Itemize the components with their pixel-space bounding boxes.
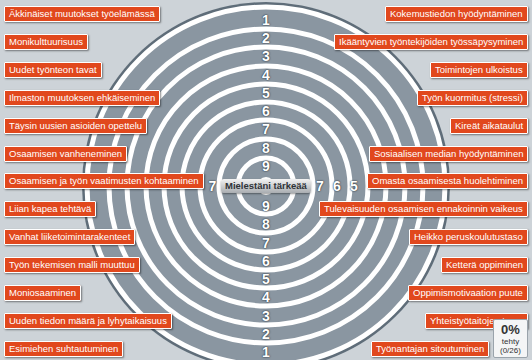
topic-tag: Ilmaston muutoksen ehkäiseminen	[4, 90, 160, 106]
topic-tag: Toimintojen ulkoistus	[430, 62, 528, 78]
topic-tag: Ikääntyvien työntekijöiden työssäpysymin…	[334, 34, 528, 50]
ring-number: 3	[262, 309, 270, 323]
center-label: Mielestäni tärkeää	[221, 179, 311, 193]
node-text: Kireät aikataulut	[455, 120, 523, 131]
topic-tag: Osaamisen ja työn vaatimusten kohtaamine…	[4, 173, 204, 189]
ring-number: 7	[209, 179, 217, 193]
node-text: Monikulttuurisuus	[9, 36, 83, 47]
topic-tag: Sosiaalisen median hyödyntäminen	[369, 146, 528, 162]
topic-tag: Heikko peruskoulutustaso	[409, 229, 528, 245]
node-text: Heikko peruskoulutustaso	[414, 231, 523, 242]
topic-tag: Työn tekemisen malli muuttuu	[4, 257, 140, 273]
ring-number: 7	[262, 122, 270, 136]
node-text: tehty	[500, 337, 521, 346]
node-text: Uuden tiedon määrä ja lyhytaikaisuus	[9, 315, 167, 326]
ring-number: 1	[262, 345, 270, 359]
node-text: Ketterä oppiminen	[446, 259, 523, 270]
node-text: Esimiehen suhtautuminen	[9, 343, 118, 354]
node-text: Osaamisen ja työn vaatimusten kohtaamine…	[9, 175, 199, 186]
topic-tag: Kokemustiedon hyödyntäminen	[385, 6, 528, 22]
node-text: Työn kuormitus (stressi)	[422, 92, 523, 103]
ring-number: 2	[262, 327, 270, 341]
topic-tag: Oppimismotivaation puute	[408, 285, 528, 301]
node-text: Liian kapea tehtävä	[9, 203, 91, 214]
node-text: Osaamisen vanheneminen	[9, 148, 122, 159]
topic-tag: Uudet työnteon tavat	[4, 62, 102, 78]
node-text: Työnantajan sitoutuminen	[376, 343, 484, 354]
node-text: Omasta osaamisesta huolehtiminen	[372, 175, 523, 186]
ring-number: 7	[262, 236, 270, 250]
node-text: 0%	[500, 322, 521, 337]
node-text: Työn tekemisen malli muuttuu	[9, 259, 135, 270]
ring-number: 3	[262, 49, 270, 63]
node-text: Ilmaston muutoksen ehkäiseminen	[9, 92, 155, 103]
node-text: Ikääntyvien työntekijöiden työssäpysymin…	[339, 36, 523, 47]
node-text: Mielestäni tärkeää	[225, 180, 307, 191]
topic-tag: Omasta osaamisesta huolehtiminen	[367, 173, 528, 189]
ring-number: 9	[262, 159, 270, 173]
topic-tag: Ketterä oppiminen	[441, 257, 528, 273]
ring-number: 4	[262, 290, 270, 304]
topic-tag: Työn kuormitus (stressi)	[417, 90, 528, 106]
ring-number: 6	[333, 179, 341, 193]
node-text: Tulevaisuuden osaamisen ennakoinnin vaik…	[324, 203, 523, 214]
topic-tag: Uuden tiedon määrä ja lyhytaikaisuus	[4, 313, 172, 329]
node-text: Täysin uusien asioiden opettelu	[9, 120, 142, 131]
ring-number: 5	[262, 272, 270, 286]
node-text: Vanhat liiketoimintarakenteet	[9, 231, 130, 242]
ring-number: 6	[262, 104, 270, 118]
ring-number: 4	[262, 68, 270, 82]
topic-tag: Täysin uusien asioiden opettelu	[4, 118, 147, 134]
topic-tag: Työnantajan sitoutuminen	[371, 341, 489, 357]
ring-number: 6	[262, 254, 270, 268]
topic-tag: Äkkinäiset muutokset työelämässä	[4, 6, 160, 22]
topic-tag: Osaamisen vanheneminen	[4, 146, 127, 162]
ring-number: 1	[262, 13, 270, 27]
topic-tag: Liian kapea tehtävä	[4, 201, 96, 217]
node-text: Uudet työnteon tavat	[9, 64, 97, 75]
ring-number: 5	[262, 86, 270, 100]
ring-number: 8	[262, 217, 270, 231]
topic-tag: Monikulttuurisuus	[4, 34, 88, 50]
ring-number: 9	[262, 199, 270, 213]
topic-tag: Esimiehen suhtautuminen	[4, 341, 123, 357]
ring-number: 5	[350, 179, 358, 193]
node-text: Kokemustiedon hyödyntäminen	[390, 8, 523, 19]
node-text: Moniosaaminen	[9, 287, 76, 298]
node-text: Äkkinäiset muutokset työelämässä	[9, 8, 155, 19]
node-text: Sosiaalisen median hyödyntäminen	[374, 148, 523, 159]
node-text: (0/26)	[500, 346, 521, 355]
node-text: Oppimismotivaation puute	[413, 287, 523, 298]
progress-box: 0%tehty(0/26)	[493, 319, 528, 358]
ring-number: 8	[262, 141, 270, 155]
topic-tag: Moniosaaminen	[4, 285, 81, 301]
topic-tag: Tulevaisuuden osaamisen ennakoinnin vaik…	[319, 201, 528, 217]
ring-number: 2	[262, 31, 270, 45]
topic-tag: Vanhat liiketoimintarakenteet	[4, 229, 135, 245]
ring-number: 7	[316, 179, 324, 193]
node-text: Toimintojen ulkoistus	[435, 64, 523, 75]
topic-tag: Kireät aikataulut	[450, 118, 528, 134]
